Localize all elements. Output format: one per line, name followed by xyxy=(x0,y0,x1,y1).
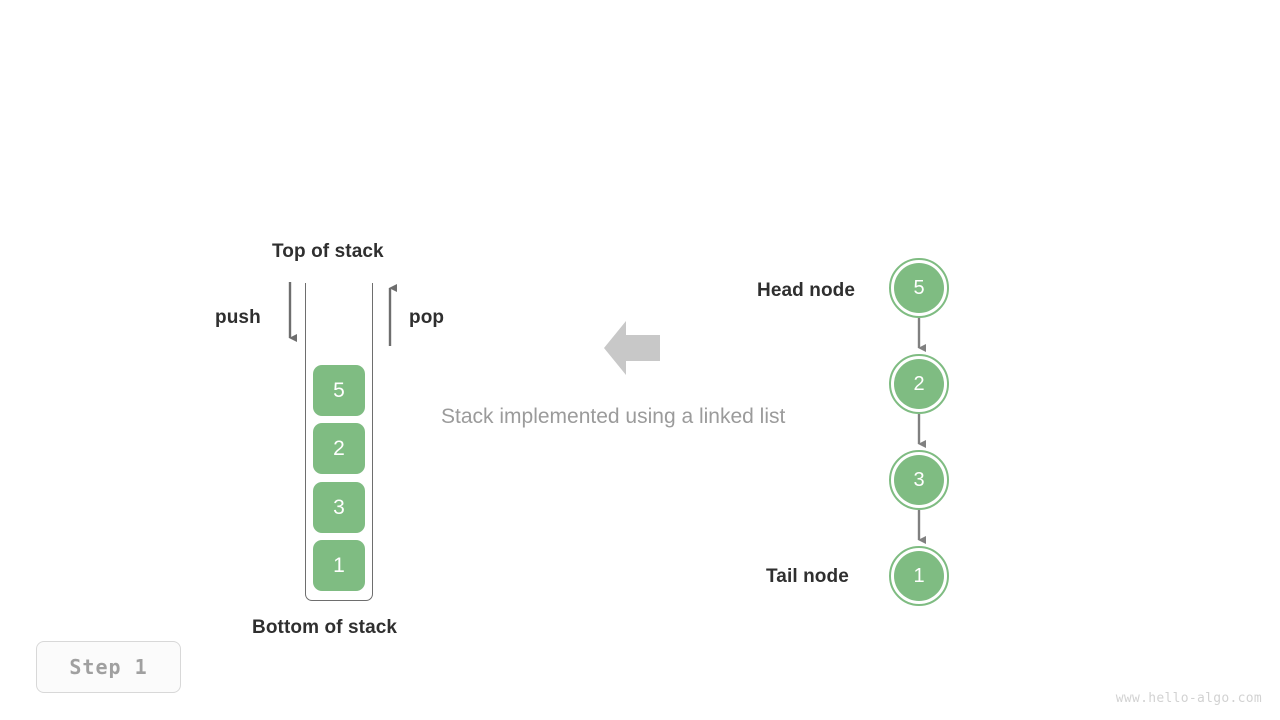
link-arrow-down-icon xyxy=(917,318,926,352)
transform-arrow-left-icon xyxy=(604,321,660,375)
link-arrow-down-icon xyxy=(917,510,926,544)
stack-item: 5 xyxy=(313,365,365,416)
tail-node-label: Tail node xyxy=(766,566,849,587)
step-badge: Step 1 xyxy=(36,641,181,693)
push-label: push xyxy=(215,307,261,328)
head-node-label: Head node xyxy=(757,280,856,301)
node-value: 2 xyxy=(894,359,944,409)
linked-list-node: 5 xyxy=(889,258,949,318)
node-value: 5 xyxy=(894,263,944,313)
linked-list-node: 3 xyxy=(889,450,949,510)
linked-list-node: 1 xyxy=(889,546,949,606)
stack-item: 2 xyxy=(313,423,365,474)
diagram-caption: Stack implemented using a linked list xyxy=(441,405,786,428)
stack-item: 3 xyxy=(313,482,365,533)
watermark: www.hello-algo.com xyxy=(1115,691,1262,706)
stack-container xyxy=(305,283,373,601)
link-arrow-down-icon xyxy=(917,414,926,448)
stack-item: 1 xyxy=(313,540,365,591)
linked-list-node: 2 xyxy=(889,354,949,414)
top-of-stack-label: Top of stack xyxy=(272,241,384,262)
node-value: 1 xyxy=(894,551,944,601)
node-value: 3 xyxy=(894,455,944,505)
bottom-of-stack-label: Bottom of stack xyxy=(252,617,398,638)
pop-arrow-up-icon xyxy=(388,284,397,346)
push-arrow-down-icon xyxy=(288,282,297,342)
pop-label: pop xyxy=(409,307,445,328)
